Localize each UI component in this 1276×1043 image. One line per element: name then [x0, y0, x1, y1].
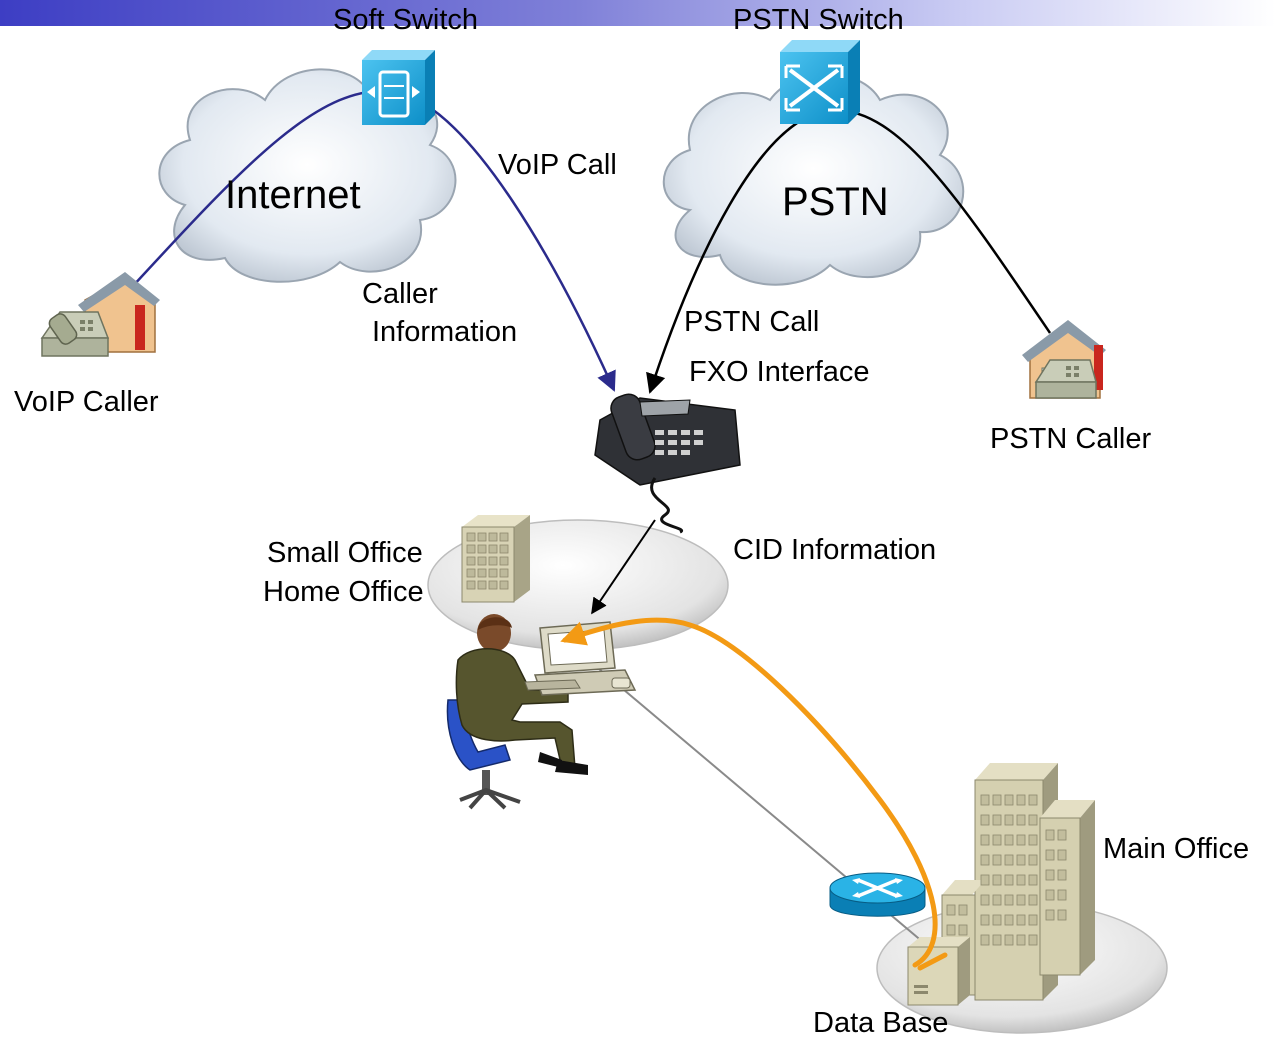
- workstation-user-icon: [446, 614, 637, 810]
- main-office-label: Main Office: [1103, 833, 1250, 865]
- pstn-caller-house-icon: [1022, 320, 1106, 399]
- soho-label-line1: Small Office: [267, 537, 423, 569]
- db-lookup-path: [560, 617, 938, 968]
- voip-caller-label: VoIP Caller: [14, 386, 159, 418]
- soho-label-line2: Home Office: [263, 576, 424, 608]
- pstn-switch-icon: [780, 40, 860, 124]
- pstn-label: PSTN: [782, 180, 889, 224]
- server-icon: [907, 937, 970, 1006]
- data-base-label: Data Base: [813, 1007, 949, 1039]
- cid-information-label: CID Information: [733, 534, 937, 566]
- cid-path: [591, 519, 656, 615]
- soft-switch-icon: [362, 50, 435, 125]
- caller-info-label-line2: Information: [372, 316, 518, 348]
- desk-phone-icon: [594, 393, 741, 534]
- pstn-cloud: [662, 72, 965, 286]
- voip-caller-house-icon: [40, 272, 160, 357]
- caller-info-label-line1: Caller: [362, 278, 438, 310]
- title-bar-gradient: [0, 0, 1276, 26]
- pstn-caller-label: PSTN Caller: [990, 423, 1152, 455]
- voip-call-label: VoIP Call: [498, 149, 617, 181]
- router-icon: [829, 872, 926, 917]
- fxo-interface-label: FXO Interface: [689, 356, 870, 388]
- office-building-icon: [461, 515, 530, 603]
- soft-switch-label: Soft Switch: [333, 4, 479, 36]
- pstn-switch-label: PSTN Switch: [733, 4, 904, 36]
- internet-label: Internet: [225, 173, 361, 217]
- pstn-call-label: PSTN Call: [684, 306, 820, 338]
